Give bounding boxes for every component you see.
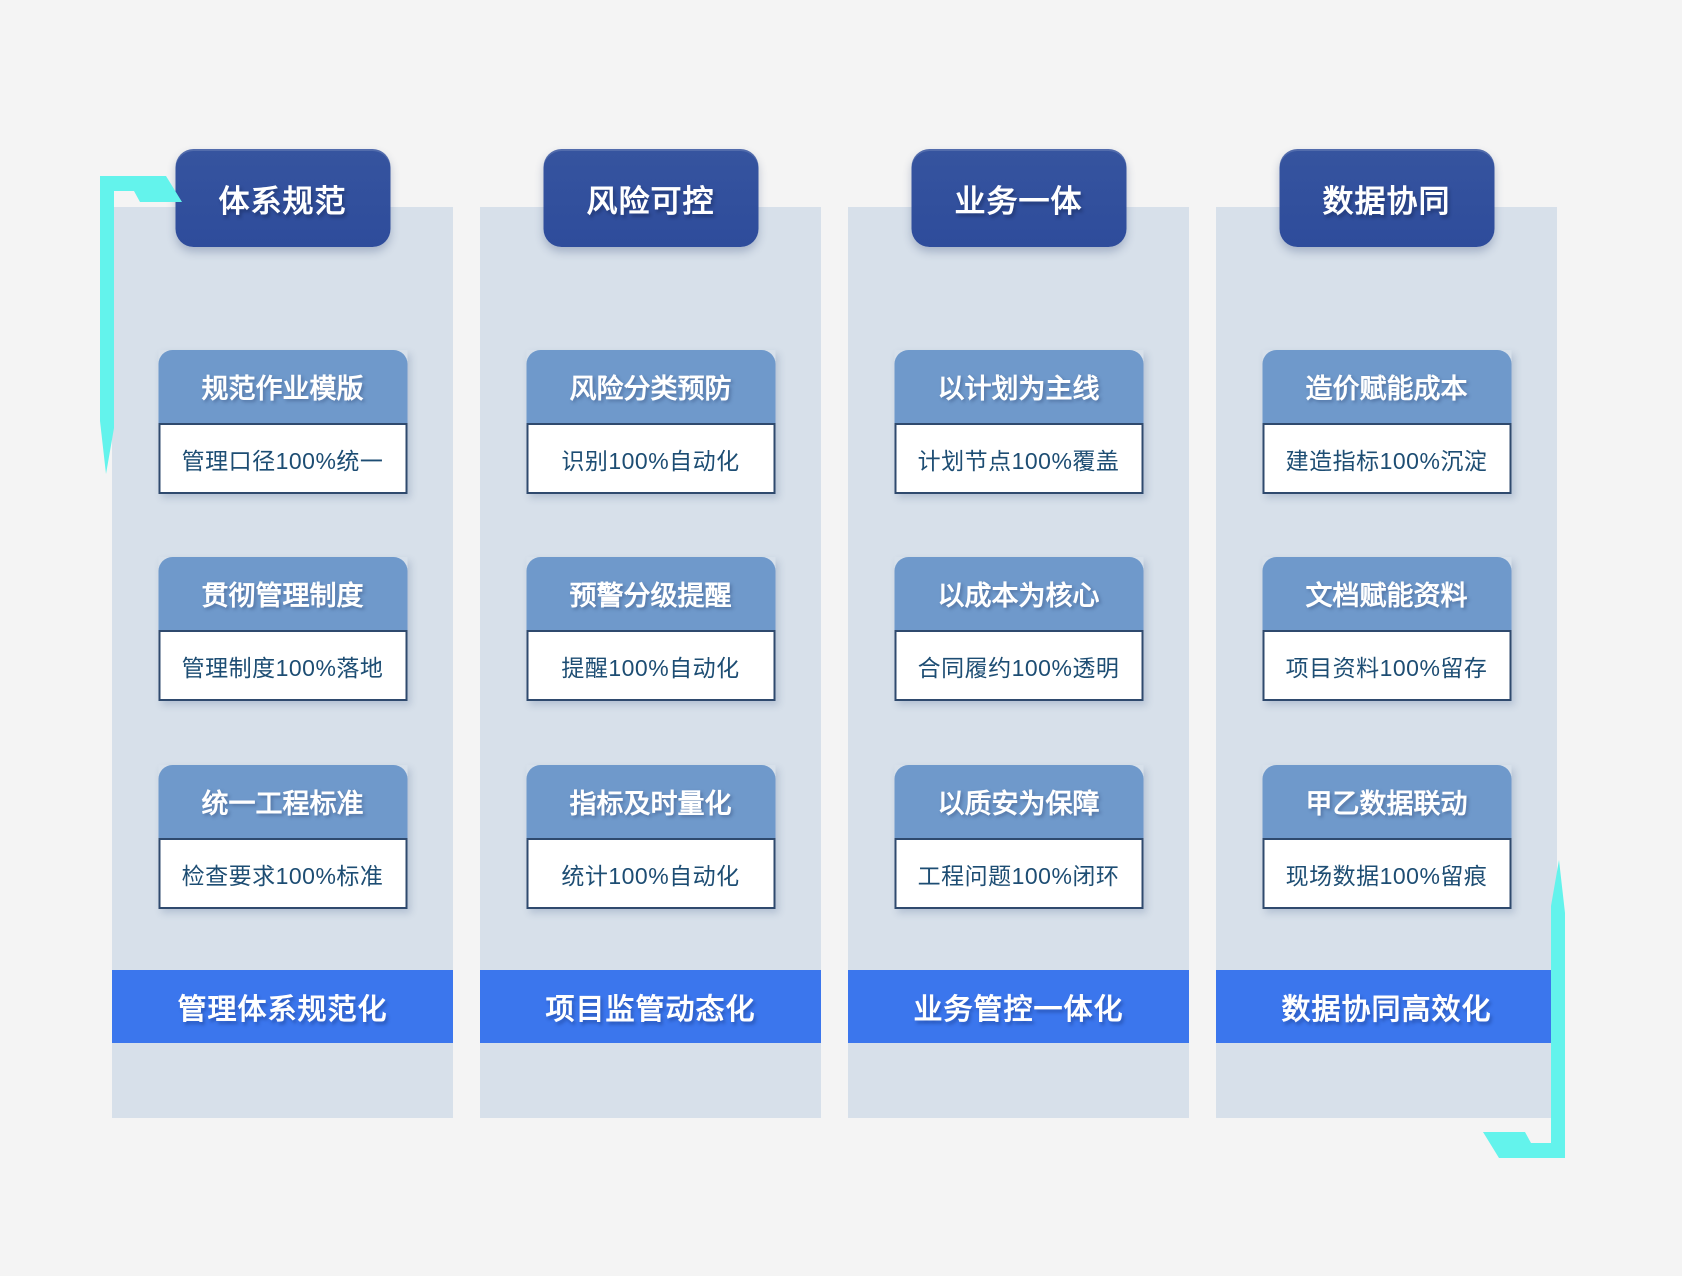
card-title: 指标及时量化 <box>526 765 775 838</box>
card-title: 以成本为核心 <box>894 557 1143 630</box>
column-panel-3: 业务一体 以计划为主线 计划节点100%覆盖 以成本为核心 合同履约100%透明… <box>848 149 1189 1118</box>
column-panel-2: 风险可控 风险分类预防 识别100%自动化 预警分级提醒 提醒100%自动化 指… <box>480 149 821 1118</box>
card-title: 以质安为保障 <box>894 765 1143 838</box>
feature-card: 贯彻管理制度 管理制度100%落地 <box>158 557 407 701</box>
column-title-pill: 业务一体 <box>911 149 1126 247</box>
feature-card: 以成本为核心 合同履约100%透明 <box>894 557 1143 701</box>
card-metric: 计划节点100%覆盖 <box>894 423 1143 494</box>
feature-card: 甲乙数据联动 现场数据100%留痕 <box>1262 765 1511 909</box>
card-metric: 建造指标100%沉淀 <box>1262 423 1511 494</box>
card-title: 预警分级提醒 <box>526 557 775 630</box>
feature-card: 造价赋能成本 建造指标100%沉淀 <box>1262 350 1511 494</box>
card-metric: 管理口径100%统一 <box>158 423 407 494</box>
column-footer-bar: 数据协同高效化 <box>1216 970 1557 1043</box>
feature-card: 风险分类预防 识别100%自动化 <box>526 350 775 494</box>
card-title: 风险分类预防 <box>526 350 775 423</box>
card-metric: 管理制度100%落地 <box>158 630 407 701</box>
card-title: 贯彻管理制度 <box>158 557 407 630</box>
column-title-pill: 风险可控 <box>543 149 758 247</box>
feature-card: 预警分级提醒 提醒100%自动化 <box>526 557 775 701</box>
feature-card: 统一工程标准 检查要求100%标准 <box>158 765 407 909</box>
card-metric: 识别100%自动化 <box>526 423 775 494</box>
feature-card: 指标及时量化 统计100%自动化 <box>526 765 775 909</box>
column-panel-1: 体系规范 规范作业模版 管理口径100%统一 贯彻管理制度 管理制度100%落地… <box>112 149 453 1118</box>
column-footer-bar: 业务管控一体化 <box>848 970 1189 1043</box>
column-panel-4: 数据协同 造价赋能成本 建造指标100%沉淀 文档赋能资料 项目资料100%留存… <box>1216 149 1557 1118</box>
feature-card: 以质安为保障 工程问题100%闭环 <box>894 765 1143 909</box>
column-footer-bar: 项目监管动态化 <box>480 970 821 1043</box>
card-title: 规范作业模版 <box>158 350 407 423</box>
feature-card: 文档赋能资料 项目资料100%留存 <box>1262 557 1511 701</box>
card-title: 以计划为主线 <box>894 350 1143 423</box>
card-title: 文档赋能资料 <box>1262 557 1511 630</box>
card-metric: 项目资料100%留存 <box>1262 630 1511 701</box>
card-metric: 合同履约100%透明 <box>894 630 1143 701</box>
card-title: 造价赋能成本 <box>1262 350 1511 423</box>
column-title-pill: 体系规范 <box>175 149 390 247</box>
card-metric: 工程问题100%闭环 <box>894 838 1143 909</box>
card-title: 甲乙数据联动 <box>1262 765 1511 838</box>
card-metric: 现场数据100%留痕 <box>1262 838 1511 909</box>
feature-card: 规范作业模版 管理口径100%统一 <box>158 350 407 494</box>
card-metric: 提醒100%自动化 <box>526 630 775 701</box>
card-title: 统一工程标准 <box>158 765 407 838</box>
card-metric: 统计100%自动化 <box>526 838 775 909</box>
feature-card: 以计划为主线 计划节点100%覆盖 <box>894 350 1143 494</box>
column-title-pill: 数据协同 <box>1279 149 1494 247</box>
column-footer-bar: 管理体系规范化 <box>112 970 453 1043</box>
card-metric: 检查要求100%标准 <box>158 838 407 909</box>
